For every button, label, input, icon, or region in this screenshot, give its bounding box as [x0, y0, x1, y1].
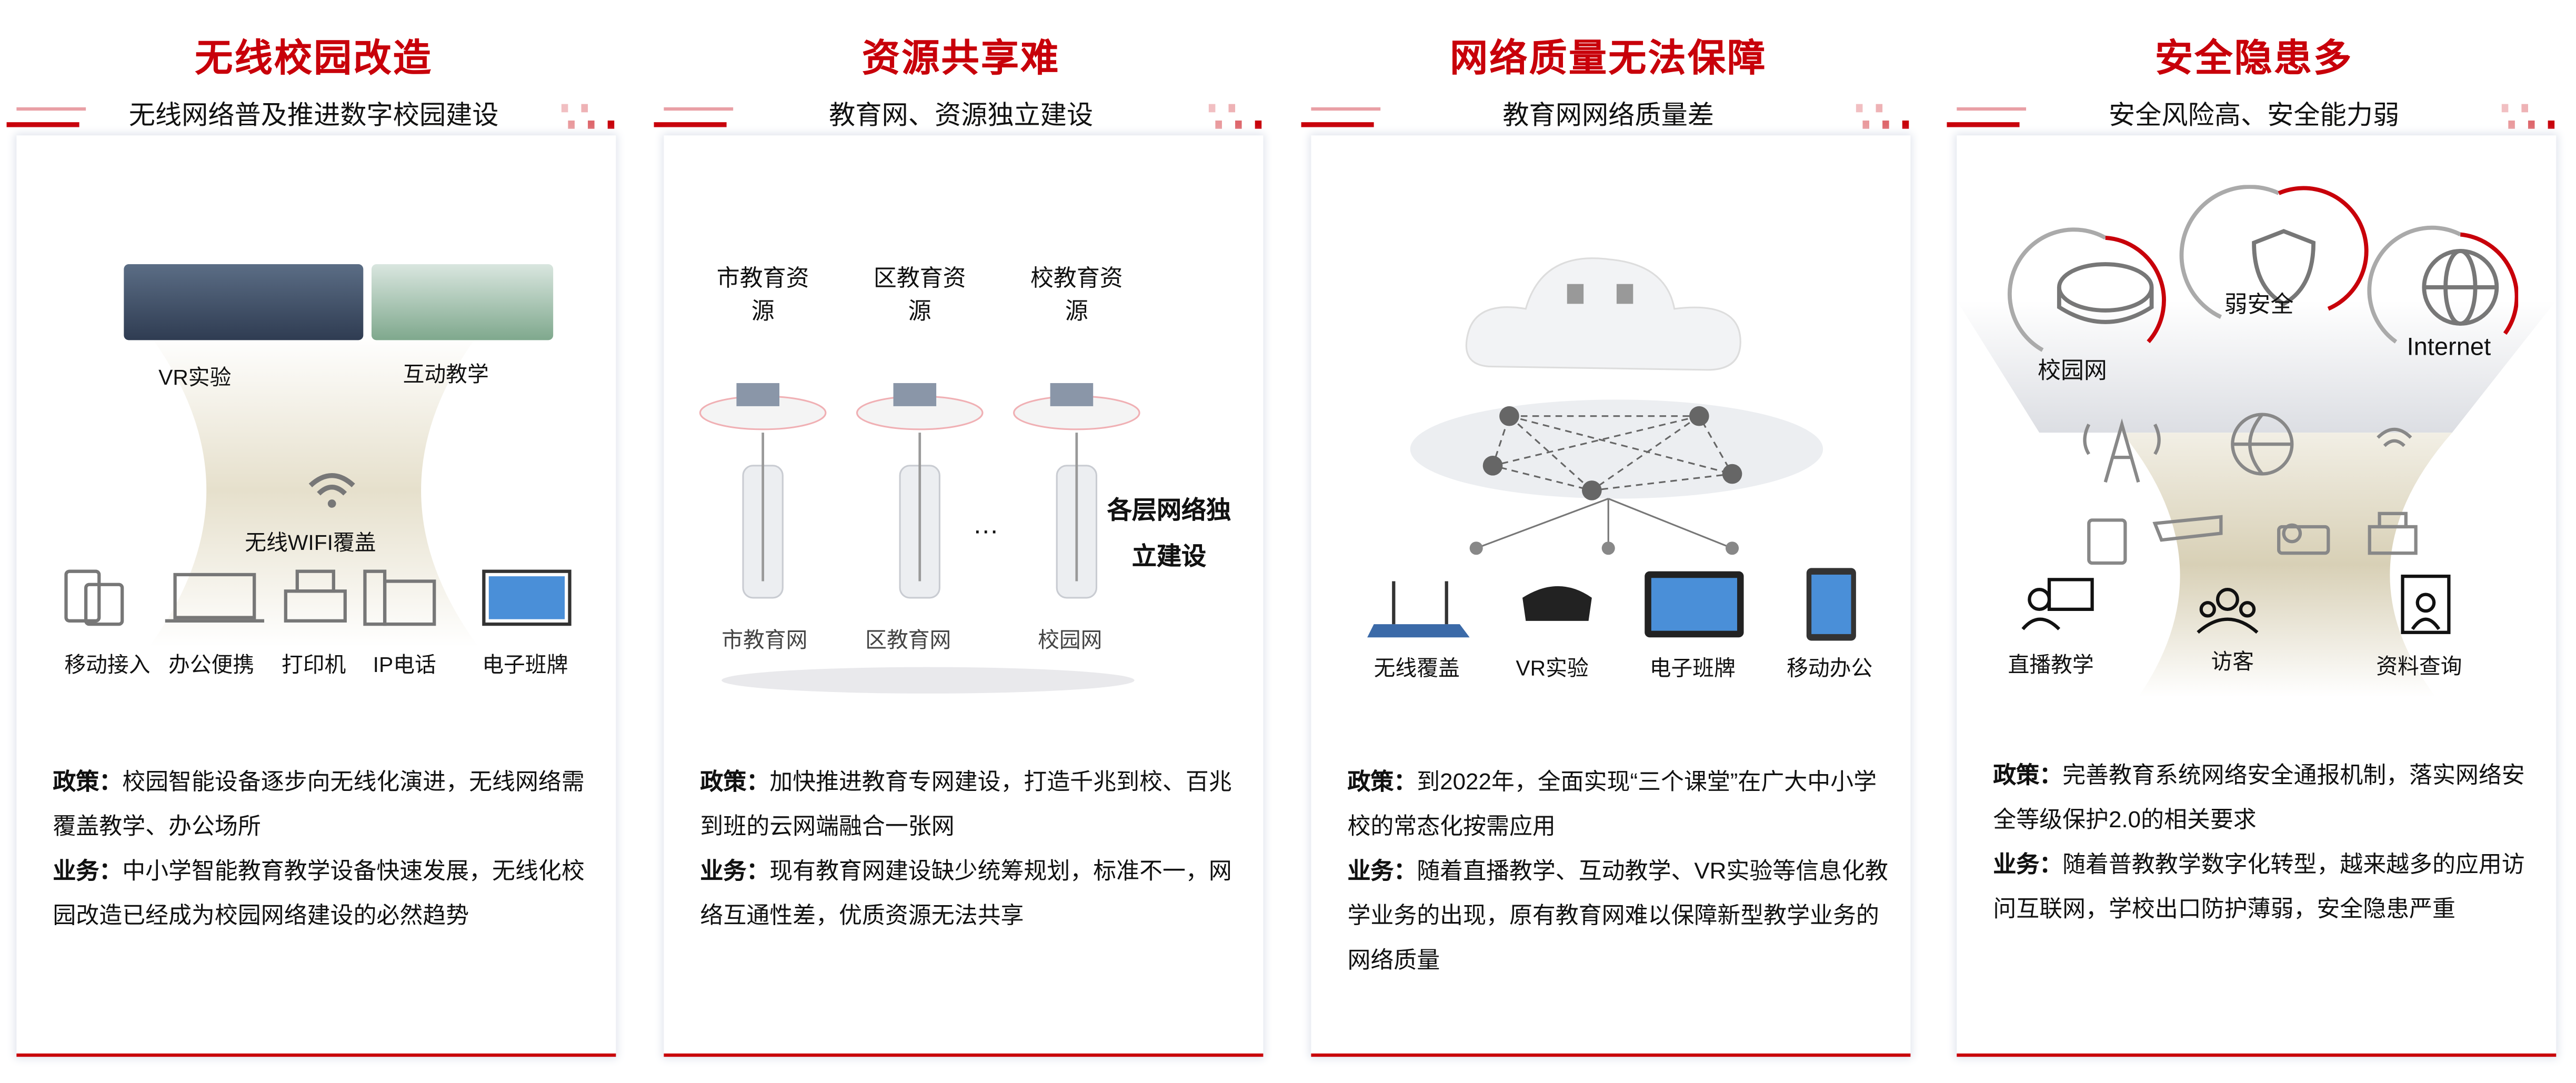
- column-subtitle: 教育网网络质量差: [1502, 102, 1715, 131]
- network-label: 校园网: [1038, 627, 1102, 653]
- device-label: 办公便携: [168, 652, 255, 677]
- risk-label: Internet: [2407, 333, 2491, 362]
- scenario-label: 资料查询: [2376, 654, 2462, 679]
- interactive-teaching-photo: [372, 264, 554, 340]
- column-subtitle: 教育网、资源独立建设: [829, 102, 1094, 131]
- column-network-quality: 网络质量无法保障 教育网网络质量差 无线覆盖 VR实验 电子班牌 移动办公 政策…: [1295, 0, 1922, 1083]
- cloud-network-graphic: [1410, 257, 1823, 555]
- business-text: 业务：随着直播教学、互动教学、VR实验等信息化教学业务的出现，原有教育网难以保障…: [1347, 857, 1888, 973]
- column-title: 网络质量无法保障: [1449, 36, 1767, 79]
- resource-label: 区教育资源: [873, 264, 966, 324]
- network-stack-graphic: [699, 383, 1140, 694]
- independent-build-note: 各层网络独立建设: [1107, 497, 1231, 571]
- resource-label: 校教育资源: [1030, 264, 1123, 324]
- device-label: 电子班牌: [482, 652, 568, 677]
- business-text: 业务：现有教育网建设缺少统筹规划，标准不一，网络互通性差，优质资源无法共享: [700, 857, 1232, 928]
- risk-icons: [2007, 185, 2519, 352]
- wifi-icon: [308, 473, 355, 508]
- device-label: 移动接入: [64, 652, 151, 677]
- terminal-icons: [2083, 413, 2418, 565]
- risk-label: 校园网: [2038, 356, 2107, 383]
- column-wireless: 无线校园改造 无线网络普及推进数字校园建设 VR实验 互动教学 无线WIFI覆盖…: [0, 0, 627, 1083]
- column-title: 安全隐患多: [2154, 36, 2353, 79]
- risk-label: 弱安全: [2224, 290, 2294, 317]
- hourglass-glow: [148, 333, 479, 648]
- user-icons: [2021, 574, 2451, 634]
- card: VR实验 互动教学 无线WIFI覆盖 移动接入 办公便携 打印机 IP电话 电子…: [16, 135, 616, 1057]
- device-label: 无线覆盖: [1374, 655, 1460, 680]
- decor-lines: [1943, 107, 2027, 127]
- device-label: IP电话: [373, 652, 436, 677]
- business-text: 业务：随着普教教学数字化转型，越来越多的应用访问互联网，学校出口防护薄弱，安全隐…: [1993, 850, 2525, 921]
- wifi-label: 无线WIFI覆盖: [245, 530, 376, 555]
- column-title: 无线校园改造: [195, 36, 433, 79]
- device-icons: [64, 569, 572, 626]
- decor-dots: [558, 104, 618, 134]
- scenario-label: 访客: [2211, 649, 2254, 674]
- device-icons: [1367, 568, 1856, 641]
- policy-text: 政策：到2022年，全面实现“三个课堂”在广大中小学校的常态化按需应用: [1347, 768, 1877, 839]
- column-title: 资源共享难: [861, 36, 1060, 79]
- decor-dots: [2498, 104, 2558, 134]
- card: 校园网 弱安全 Internet 直播教学 访客 资料查询 政策：完善教育系统网…: [1957, 135, 2557, 1057]
- decor-lines: [3, 107, 86, 127]
- decor-dots: [1853, 104, 1912, 134]
- decor-dots: [1206, 104, 1265, 134]
- ellipsis: …: [973, 512, 999, 540]
- device-label: VR实验: [1516, 655, 1589, 680]
- vr-photo: [124, 264, 364, 340]
- funnel-glow: [1957, 300, 2557, 697]
- policy-text: 政策：校园智能设备逐步向无线化演进，无线网络需覆盖教学、办公场所: [53, 768, 585, 839]
- column-resource-sharing: 资源共享难 教育网、资源独立建设 市教育资源 区教育资源 校教育资源 … 各层网…: [647, 0, 1275, 1083]
- business-text: 业务：中小学智能教育教学设备快速发展，无线化校园改造已经成为校园网络建设的必然趋…: [53, 857, 585, 928]
- network-label: 市教育网: [721, 627, 808, 653]
- column-subtitle: 无线网络普及推进数字校园建设: [128, 102, 499, 131]
- policy-text: 政策：完善教育系统网络安全通报机制，落实网络安全等级保护2.0的相关要求: [1993, 761, 2525, 833]
- column-subtitle: 安全风险高、安全能力弱: [2108, 102, 2400, 131]
- network-label: 区教育网: [865, 627, 951, 653]
- photo-label: VR实验: [158, 365, 232, 390]
- resource-label: 市教育资源: [716, 264, 809, 324]
- card: 市教育资源 区教育资源 校教育资源 … 各层网络独立建设 市教育网 区教育网 校…: [664, 135, 1264, 1057]
- device-label: 电子班牌: [1649, 655, 1736, 680]
- photo-label: 互动教学: [403, 362, 489, 387]
- device-label: 移动办公: [1787, 655, 1873, 680]
- device-label: 打印机: [281, 652, 346, 677]
- card: 无线覆盖 VR实验 电子班牌 移动办公 政策：到2022年，全面实现“三个课堂”…: [1311, 135, 1911, 1057]
- column-security: 安全隐患多 安全风险高、安全能力弱 校园网 弱安全 Internet: [1940, 0, 2568, 1083]
- decor-lines: [650, 107, 734, 127]
- decor-lines: [1298, 107, 1381, 127]
- policy-text: 政策：加快推进教育专网建设，打造千兆到校、百兆到班的云网端融合一张网: [700, 768, 1232, 839]
- scenario-label: 直播教学: [2008, 652, 2094, 677]
